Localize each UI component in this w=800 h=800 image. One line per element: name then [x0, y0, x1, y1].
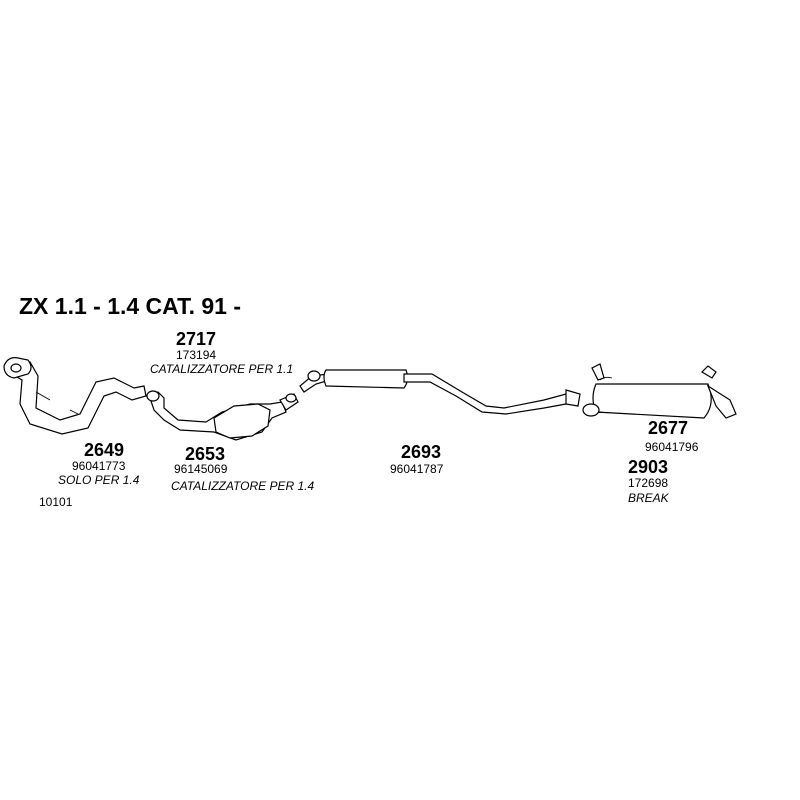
front-pipe-2649 — [3, 357, 147, 435]
part-number-2717: 2717 — [176, 329, 217, 349]
part-number-2653: 2653 — [185, 444, 226, 464]
part-note-2653: CATALIZZATORE PER 1.4 — [171, 479, 315, 493]
part-number-2693: 2693 — [401, 442, 442, 462]
part-code-2677: 96041796 — [645, 440, 699, 454]
part-note-2903: BREAK — [628, 491, 669, 505]
part-note-2717: CATALIZZATORE PER 1.1 — [150, 362, 294, 376]
catalytic-converter-2653 — [146, 390, 299, 441]
part-number-2677: 2677 — [648, 418, 689, 438]
part-code-2693: 96041787 — [390, 462, 444, 476]
rear-silencer-2677 — [582, 363, 737, 419]
part-code-2653: 96145069 — [174, 462, 228, 476]
part-number-2649: 2649 — [84, 440, 125, 460]
middle-pipe-2693 — [299, 369, 581, 415]
part-number-2903: 2903 — [628, 457, 669, 477]
reference-code: 10101 — [39, 495, 73, 509]
part-note-2649: SOLO PER 1.4 — [58, 473, 140, 487]
part-code-2649: 96041773 — [72, 459, 126, 473]
part-code-2717: 173194 — [176, 348, 217, 362]
diagram-title: ZX 1.1 - 1.4 CAT. 91 - — [19, 293, 241, 319]
part-code-2903: 172698 — [628, 476, 669, 490]
